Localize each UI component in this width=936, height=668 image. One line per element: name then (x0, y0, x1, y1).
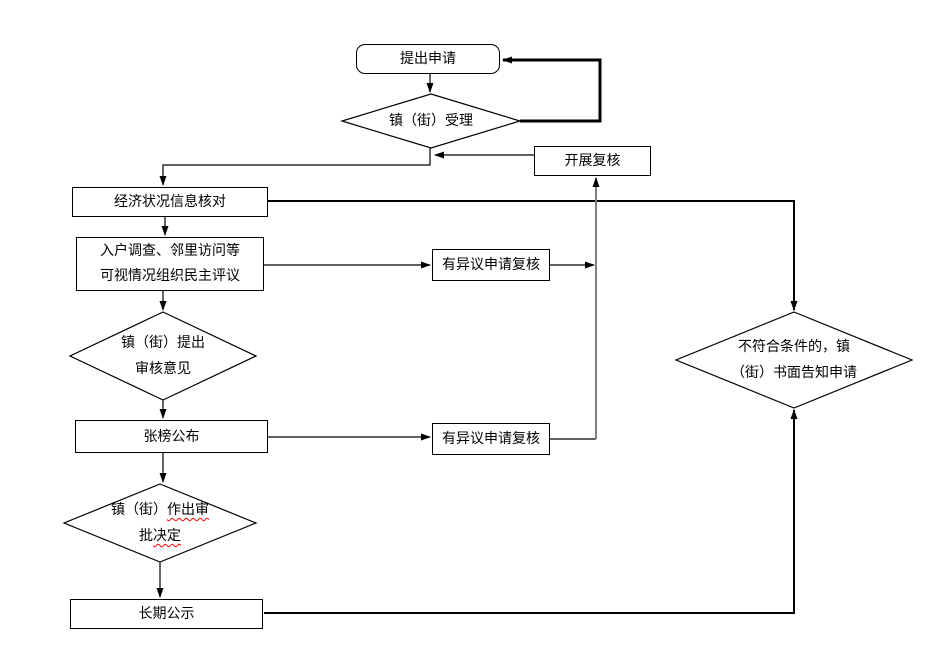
decision-line2-misspelled: 决定 (153, 528, 181, 544)
diamond-notify (674, 311, 914, 409)
node-economic-info-check: 经济状况信息核对 (72, 187, 268, 217)
decision-line1-plain: 镇（街） (111, 502, 167, 518)
arrow-accept-to-check (159, 148, 431, 186)
node-objection-recheck-2: 有异议申请复核 (432, 423, 550, 455)
node-household-survey-line2: 可视情况组织民主评议 (100, 268, 240, 284)
decision-line2-plain: 批 (139, 528, 153, 544)
diamond-decision-label: 镇（街）作出审 批决定 (70, 496, 250, 550)
node-post-announcement: 张榜公布 (75, 420, 268, 453)
diamond-opinion-line1: 镇（街）提出 (121, 335, 205, 351)
node-economic-info-check-label: 经济状况信息核对 (114, 194, 226, 210)
diamond-opinion-line2: 审核意见 (135, 361, 191, 377)
diamond-decision (62, 483, 258, 563)
diamond-notify-label: 不符合条件的，镇 （街）书面告知申请 (699, 333, 889, 387)
diamond-opinion-label: 镇（街）提出 审核意见 (83, 329, 243, 383)
node-objection-recheck-2-label: 有异议申请复核 (442, 431, 540, 447)
node-carry-out-recheck: 开展复核 (534, 146, 651, 176)
diamond-decision-line2: 批决定 (139, 523, 181, 549)
node-household-survey-line1: 入户调查、邻里访问等 (100, 243, 240, 259)
diamond-notify-line1: 不符合条件的，镇 (738, 339, 850, 355)
node-objection-recheck-1-label: 有异议申请复核 (442, 257, 540, 273)
node-objection-recheck-1: 有异议申请复核 (432, 249, 550, 281)
diamond-opinion (68, 311, 258, 401)
decision-line1-misspelled: 作出审 (167, 502, 209, 518)
line-check-to-notify (268, 200, 798, 311)
diamond-accept-text: 镇（街）受理 (389, 113, 473, 129)
node-submit-application: 提出申请 (356, 44, 500, 74)
node-post-announcement-label: 张榜公布 (143, 428, 200, 445)
loop-accept-back-to-start (502, 56, 602, 123)
node-household-survey: 入户调查、邻里访问等 可视情况组织民主评议 (76, 237, 264, 291)
node-long-term-publicity-label: 长期公示 (138, 606, 195, 622)
node-carry-out-recheck-label: 开展复核 (564, 153, 621, 169)
diamond-notify-line2: （街）书面告知申请 (731, 365, 857, 381)
node-long-term-publicity: 长期公示 (70, 599, 263, 629)
diamond-accept-label: 镇（街）受理 (351, 107, 511, 135)
diamond-accept (339, 93, 523, 149)
line-publicity-to-notify (264, 409, 798, 614)
node-submit-application-label: 提出申请 (400, 51, 456, 67)
diamond-decision-line1: 镇（街）作出审 (111, 497, 209, 523)
